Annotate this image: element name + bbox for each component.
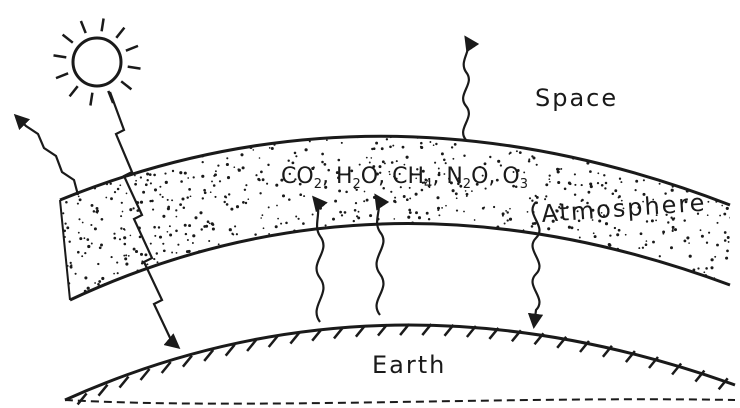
- infrared-emission-arrow-1: [314, 198, 323, 322]
- incoming-solar-arrow: [110, 92, 178, 347]
- radiation-arrows: [16, 38, 539, 347]
- back-radiation-arrow: [533, 202, 540, 326]
- infrared-emission-arrow-2: [376, 196, 383, 315]
- atmosphere-left-edge: [60, 200, 70, 300]
- earth-base: [65, 399, 735, 403]
- gas-co2: CO2,: [281, 164, 336, 192]
- escaping-radiation-arrow: [463, 38, 469, 140]
- atmosphere-label: Atmosphere: [540, 189, 707, 228]
- atmosphere-lower-boundary: [70, 224, 730, 300]
- earth-label: Earth: [372, 351, 446, 379]
- gas-n2o: N2O,: [446, 164, 502, 192]
- sun-icon: [54, 19, 141, 106]
- gas-h2o: H2O,: [336, 164, 392, 192]
- gas-ch4: CH4,: [392, 164, 446, 192]
- gas-list: CO2, H2O, CH4, N2O, O3: [281, 164, 528, 192]
- space-label: Space: [535, 84, 618, 112]
- gas-o3: O3: [502, 164, 528, 192]
- reflected-radiation-arrow: [16, 116, 78, 195]
